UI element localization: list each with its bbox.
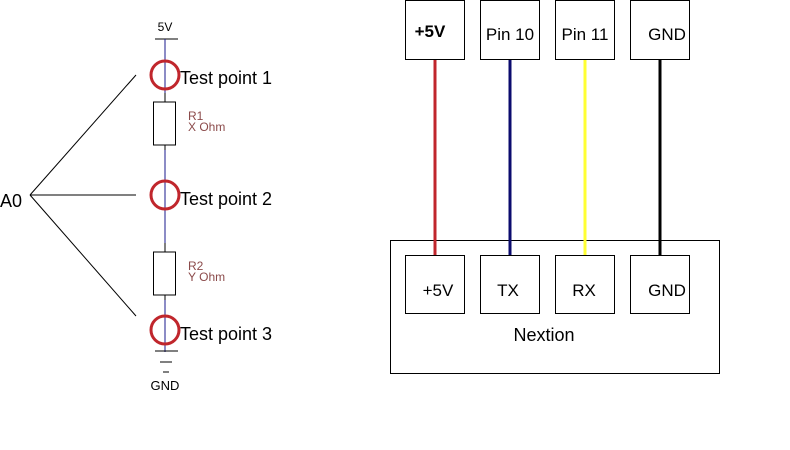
nextion-wiring-diagram: Nextion +5V Pin 10 Pin 11 GND +5V TX RX … xyxy=(390,0,720,374)
r2-value: Y Ohm xyxy=(188,270,225,284)
source-pin-5v-label: +5V xyxy=(415,22,446,41)
ground-label: GND xyxy=(151,378,180,393)
source-pin-gnd-label: GND xyxy=(648,25,686,44)
nextion-device-label: Nextion xyxy=(513,325,574,345)
resistor-r2 xyxy=(153,251,176,296)
test-point-2-marker xyxy=(149,179,181,211)
device-pin-tx-box xyxy=(480,255,540,314)
probe-line-tp3 xyxy=(29,194,137,317)
source-pin-11-label: Pin 11 xyxy=(562,25,609,44)
source-pin-5v-box xyxy=(405,0,465,60)
test-point-1-marker xyxy=(149,59,181,91)
device-pin-gnd-label: GND xyxy=(648,281,686,300)
voltage-divider-schematic: 5V R1 X Ohm R2 Y Ohm Test point 1 Test p… xyxy=(0,20,272,393)
device-pin-5v-box xyxy=(405,255,465,314)
test-point-3-label: Test point 3 xyxy=(180,324,272,344)
source-pin-gnd-box xyxy=(630,0,690,60)
source-pin-10-box xyxy=(480,0,540,60)
device-pin-rx-box xyxy=(555,255,615,314)
device-pin-gnd-box xyxy=(630,255,690,314)
source-pin-11-box xyxy=(555,0,615,60)
test-point-1-label: Test point 1 xyxy=(180,68,272,88)
source-pin-10-label: Pin 10 xyxy=(486,25,534,44)
analog-pin-label: A0 xyxy=(0,191,22,211)
probe-line-tp1 xyxy=(29,74,137,196)
supply-label: 5V xyxy=(158,20,173,34)
r2-name: R2 xyxy=(188,259,204,273)
device-pin-rx-label: RX xyxy=(572,281,596,300)
device-pin-tx-label: TX xyxy=(497,281,519,300)
r1-name: R1 xyxy=(188,109,204,123)
test-point-2-label: Test point 2 xyxy=(180,189,272,209)
resistor-r1 xyxy=(153,101,176,146)
test-point-3-marker xyxy=(149,314,181,346)
r1-value: X Ohm xyxy=(188,120,225,134)
device-pin-5v-label: +5V xyxy=(423,281,454,300)
